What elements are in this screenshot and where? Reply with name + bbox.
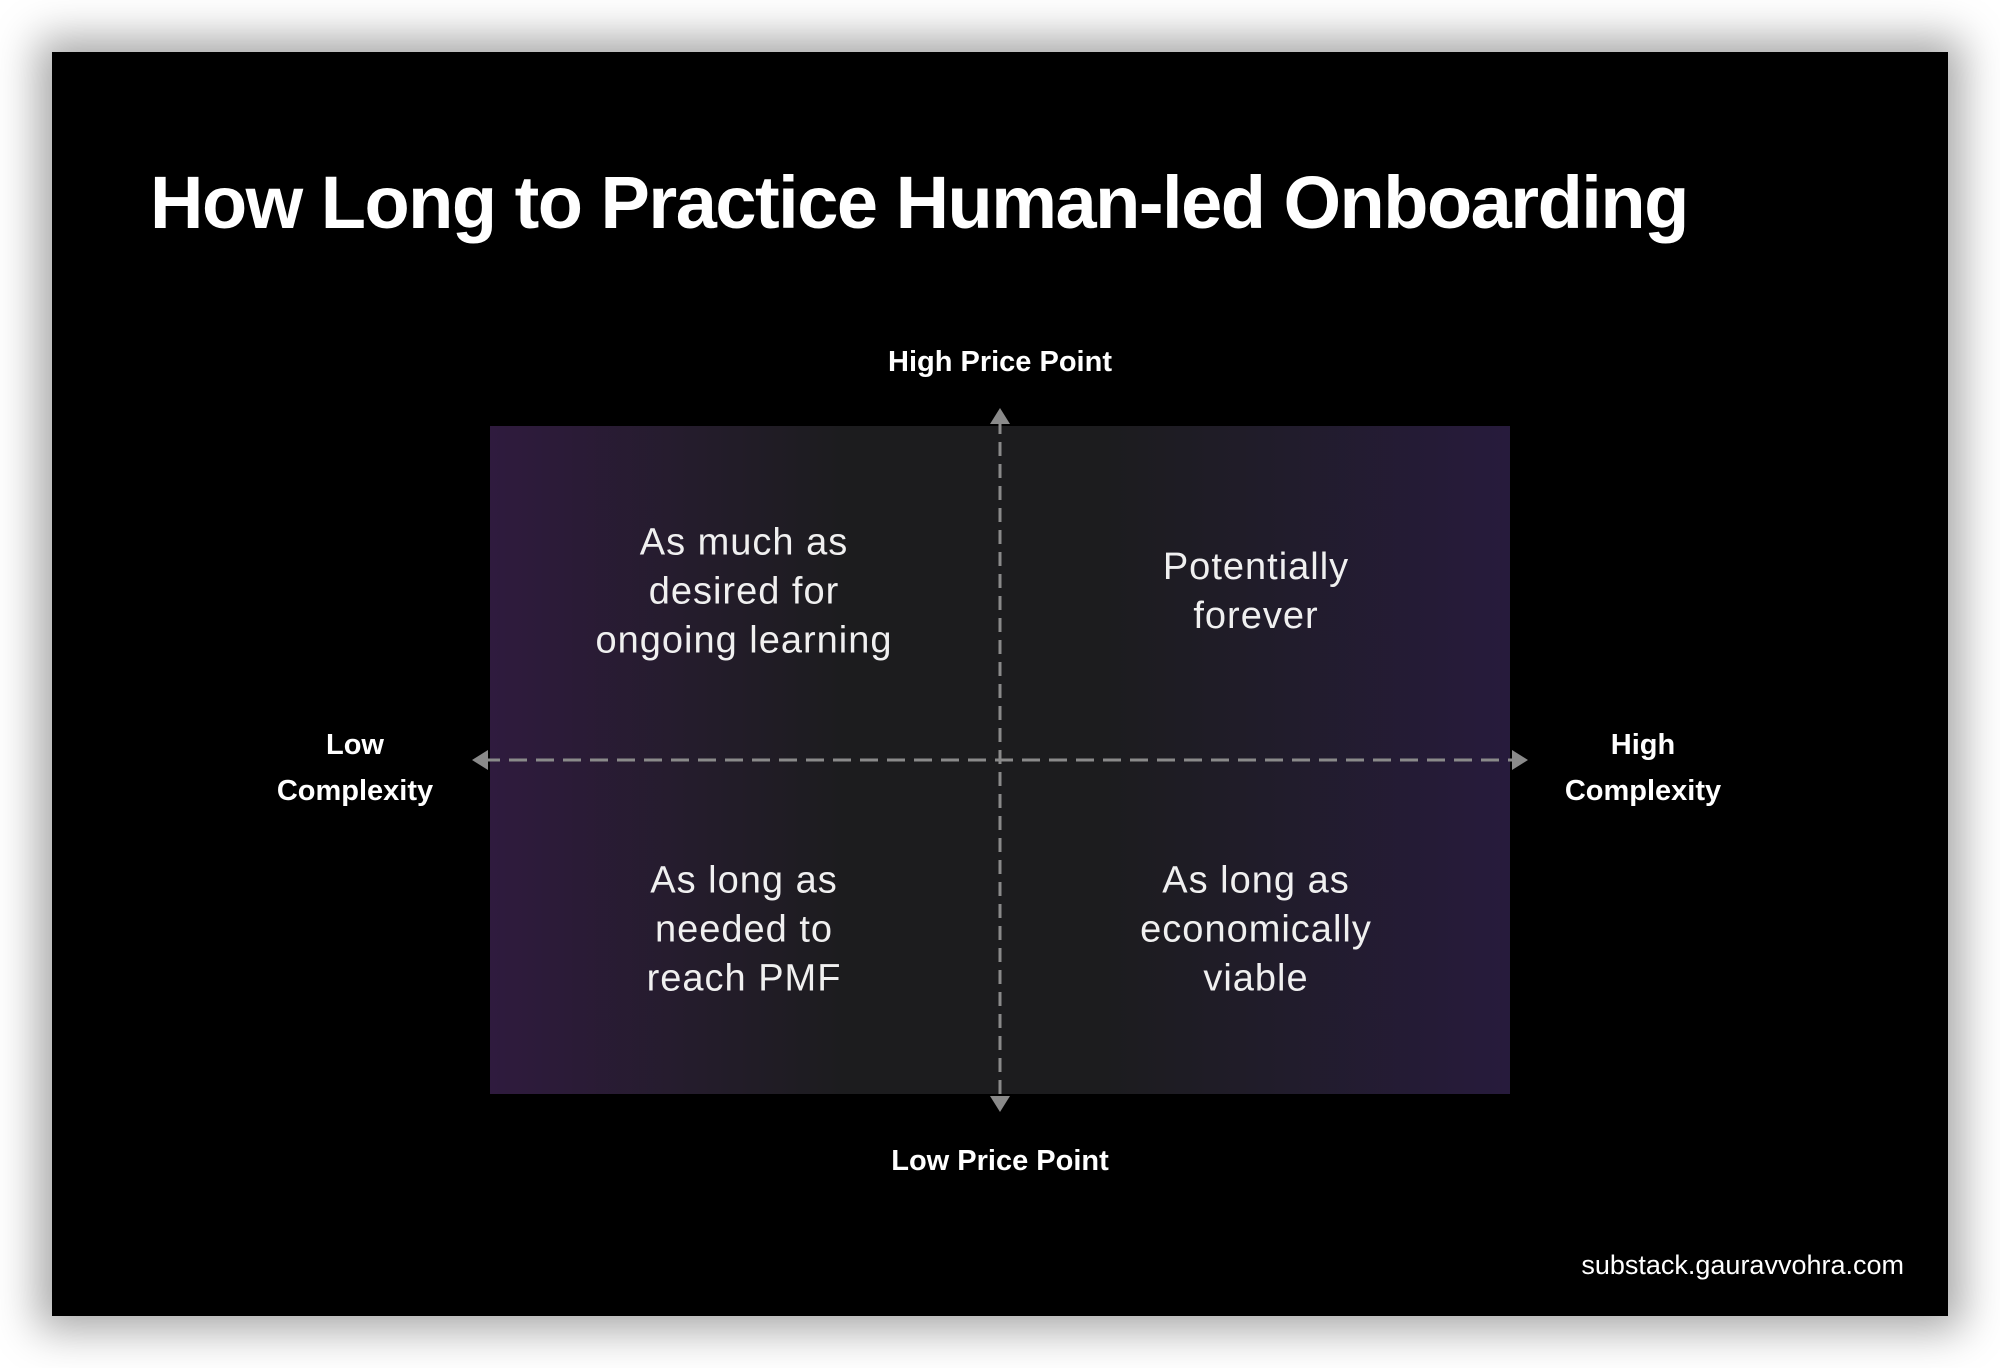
arrow-left-icon: [472, 750, 488, 770]
quadrant-bottom-right: [1000, 760, 1510, 1094]
axis-label-left: Low Complexity: [276, 729, 434, 807]
quadrant-bottom-right-text: As long as economically viable: [1140, 859, 1372, 1000]
quadrant-top-right: [1000, 426, 1510, 760]
quadrant-top-right-text: Potentially forever: [1162, 546, 1350, 637]
axis-label-top: High Price Point: [888, 346, 1112, 378]
quadrant-bottom-left-text: As long as needed to reach PMF: [646, 859, 842, 1000]
axis-label-bottom: Low Price Point: [891, 1145, 1109, 1177]
quadrant-bottom-left: [490, 760, 1000, 1094]
quadrant-top-left-text: As much as desired for ongoing learning: [595, 521, 893, 662]
arrow-right-icon: [1512, 750, 1528, 770]
footer-source: substack.gauravvohra.com: [1581, 1250, 1904, 1280]
arrow-up-icon: [990, 408, 1010, 424]
page-title: How Long to Practice Human-led Onboardin…: [150, 161, 1689, 244]
axis-label-right: High Complexity: [1564, 729, 1722, 807]
arrow-down-icon: [990, 1096, 1010, 1112]
quadrant-top-left: [490, 426, 1000, 760]
